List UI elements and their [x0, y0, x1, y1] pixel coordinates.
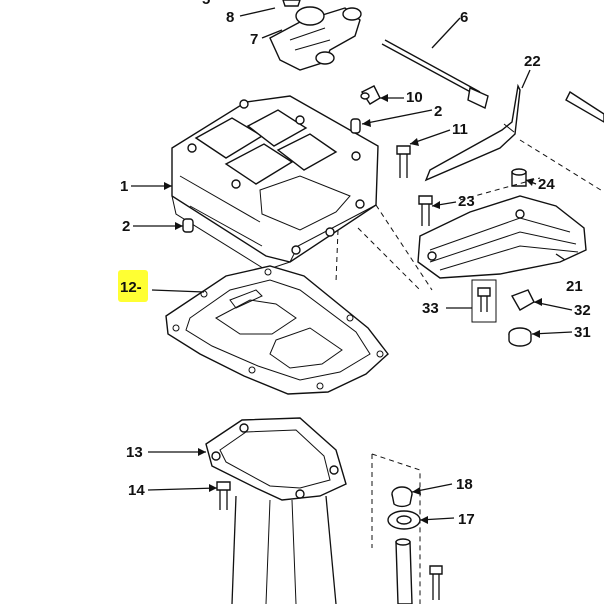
- long-bolt: [381, 39, 489, 109]
- callout-31: 31: [574, 324, 591, 341]
- callout-8: 8: [226, 9, 234, 26]
- small-bolt-11: [396, 145, 411, 178]
- adapter-plate: [205, 417, 347, 501]
- callout-21: 21: [566, 278, 583, 295]
- grommet-17: [387, 510, 421, 530]
- gasket: [165, 265, 389, 395]
- callout-2-top: 2: [434, 103, 442, 120]
- callout-22: 22: [524, 53, 541, 70]
- callout-23: 23: [458, 193, 475, 210]
- lower-bolt: [429, 565, 443, 600]
- leader-lines: [131, 7, 573, 521]
- callout-17: 17: [458, 511, 475, 528]
- callout-6: 6: [460, 9, 468, 26]
- callout-33: 33: [422, 300, 439, 317]
- callout-11: 11: [452, 121, 468, 138]
- main-housing: [171, 95, 379, 271]
- water-tube: [395, 538, 413, 604]
- bolt-14: [216, 481, 231, 510]
- cap-18: [391, 486, 413, 508]
- edge-part: [565, 90, 604, 123]
- washer-31: [508, 327, 532, 347]
- callout-7: 7: [250, 31, 258, 48]
- arrowheads: [164, 94, 542, 524]
- bolt-box-33: [471, 279, 497, 323]
- callout-12-highlight: [118, 270, 148, 302]
- callout-5: 5: [202, 0, 210, 8]
- callout-1: 1: [120, 178, 128, 195]
- dowel-pin-left: [182, 218, 194, 233]
- cover-assembly: [417, 195, 587, 279]
- rail-part: [424, 83, 521, 182]
- callout-12: 12-: [120, 279, 142, 296]
- elbow-fitting: [360, 85, 381, 105]
- bolt-23: [418, 195, 433, 226]
- alignment-lines: [335, 139, 604, 604]
- callout-10: 10: [406, 89, 423, 106]
- fitting-assembly: [269, 0, 362, 71]
- callout-13: 13: [126, 444, 143, 461]
- callout-18: 18: [456, 476, 473, 493]
- callout-24: 24: [538, 176, 555, 193]
- callout-2-left: 2: [122, 218, 130, 235]
- dowel-pin-top: [350, 118, 361, 134]
- bushing-32: [510, 289, 535, 311]
- callout-labels: 5 8 7 6 22 10 2 11 1 24 23 2 21 12- 33 3…: [120, 0, 591, 528]
- callout-14: 14: [128, 482, 145, 499]
- fitting-24: [511, 168, 527, 187]
- driveshaft-housing: [231, 495, 337, 604]
- callout-32: 32: [574, 302, 591, 319]
